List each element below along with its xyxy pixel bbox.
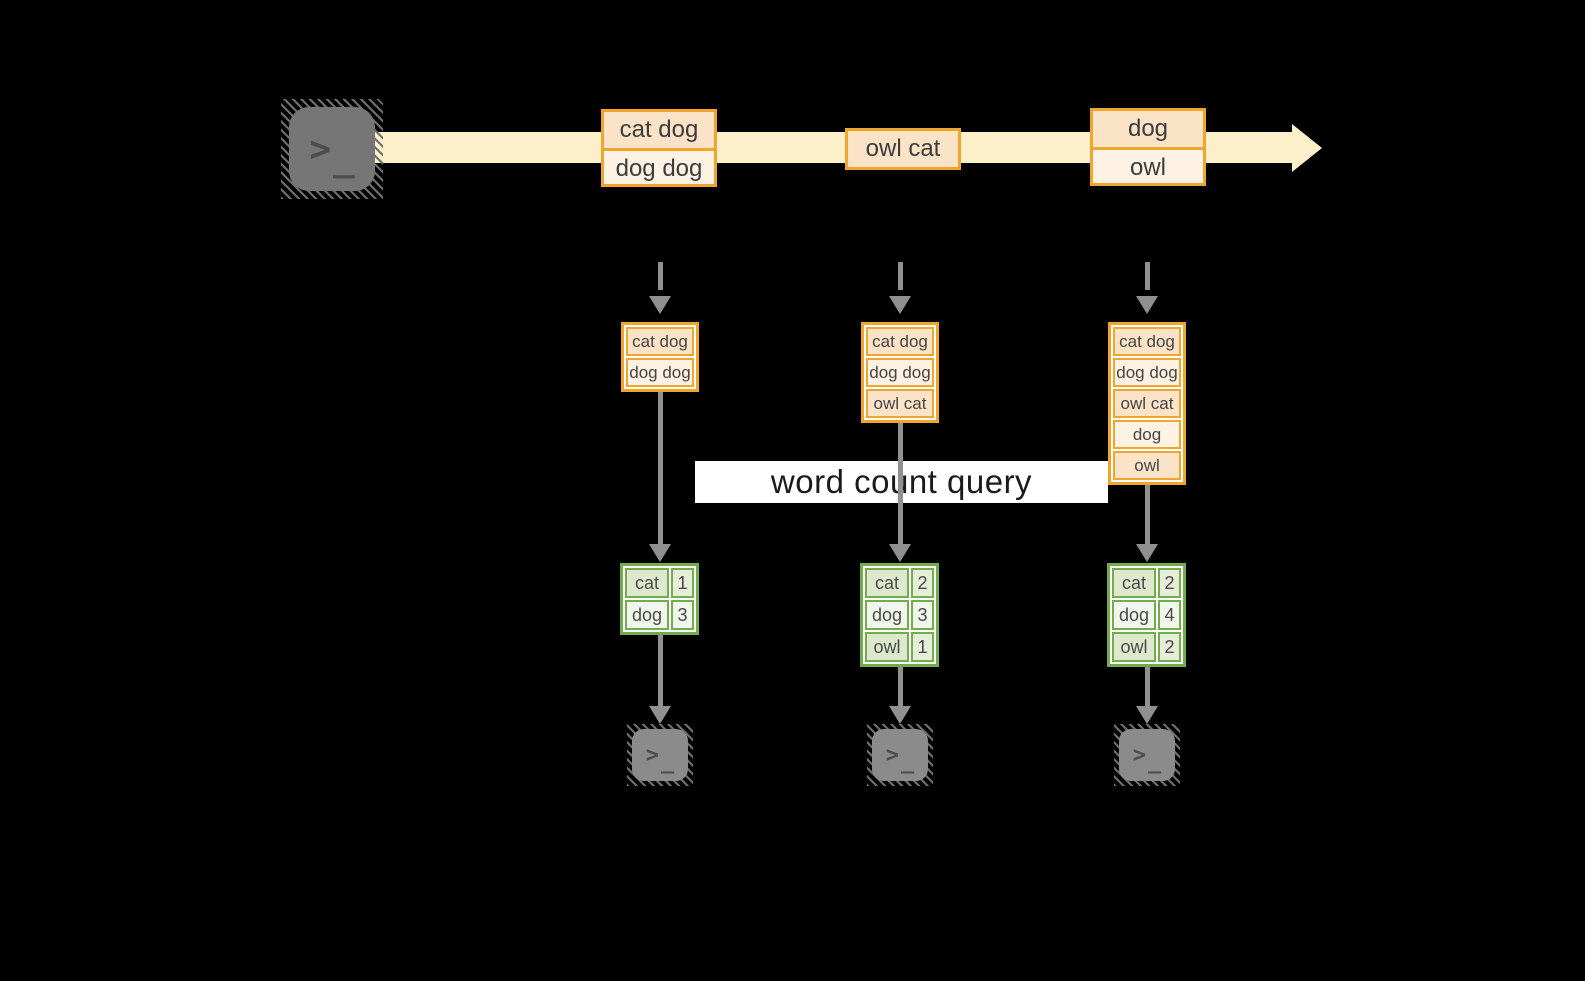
prompt-chevron-icon: > [885,742,899,768]
query-arrow-head-icon [1136,544,1158,562]
table-row: cat 2 [1112,568,1181,598]
prompt-chevron-icon: > [309,128,331,170]
count-cell: 1 [671,568,694,598]
word-cell: cat [1112,568,1156,598]
record: dog dog [604,148,714,184]
terminal-glyph: >_ [289,107,375,191]
stream-window-2: cat dog dog dog owl cat [861,322,939,423]
count-table-3: cat 2 dog 4 owl 2 [1107,563,1186,667]
count-cell: 3 [911,600,934,630]
record: owl [1093,147,1203,183]
cursor-underscore-icon: _ [1148,748,1162,774]
record: dog dog [866,358,934,387]
word-cell: dog [625,600,669,630]
record: cat dog [626,327,694,356]
table-row: owl 1 [865,632,934,662]
count-table-2: cat 2 dog 3 owl 1 [860,563,939,667]
record: dog dog [1113,358,1181,387]
table-row: dog 3 [625,600,694,630]
timeline-batch-3: dog owl [1090,108,1206,186]
record: owl [1113,451,1181,480]
sink-arrow-shaft [1145,667,1150,706]
count-cell: 3 [671,600,694,630]
dashed-arrow-shaft [898,262,903,290]
sink-terminal-icon: >_ [867,724,933,786]
dashed-arrow-shaft [658,262,663,290]
dashed-arrow-head-icon [889,296,911,314]
stream-window-1: cat dog dog dog [621,322,699,392]
record: cat dog [604,112,714,148]
cursor-underscore-icon: _ [901,748,915,774]
terminal-glyph: >_ [872,729,928,781]
record: owl cat [848,131,958,167]
word-cell: dog [865,600,909,630]
count-table-1: cat 1 dog 3 [620,563,699,635]
cursor-underscore-icon: _ [333,138,355,180]
word-cell: dog [1112,600,1156,630]
sink-arrow-shaft [658,635,663,706]
query-arrow-shaft [898,423,903,544]
table-row: cat 1 [625,568,694,598]
word-cell: cat [865,568,909,598]
query-arrow-head-icon [649,544,671,562]
word-cell: owl [865,632,909,662]
sink-arrow-head-icon [1136,706,1158,724]
dashed-arrow-head-icon [1136,296,1158,314]
source-terminal-icon: >_ [281,99,383,199]
count-cell: 2 [1158,568,1181,598]
record: cat dog [866,327,934,356]
sink-terminal-icon: >_ [627,724,693,786]
count-cell: 2 [911,568,934,598]
count-cell: 1 [911,632,934,662]
dashed-arrow-head-icon [649,296,671,314]
query-arrow-shaft [1145,485,1150,544]
sink-arrow-shaft [898,667,903,706]
cursor-underscore-icon: _ [661,748,675,774]
record: owl cat [1113,389,1181,418]
query-arrow-shaft [658,392,663,544]
table-row: owl 2 [1112,632,1181,662]
stream-window-3: cat dog dog dog owl cat dog owl [1108,322,1186,485]
query-arrow-head-icon [889,544,911,562]
prompt-chevron-icon: > [645,742,659,768]
record: owl cat [866,389,934,418]
timeline-batch-1: cat dog dog dog [601,109,717,187]
stream-arrowhead-icon [1292,124,1322,172]
word-cell: owl [1112,632,1156,662]
prompt-chevron-icon: > [1132,742,1146,768]
sink-arrow-head-icon [649,706,671,724]
sink-terminal-icon: >_ [1114,724,1180,786]
record: dog [1113,420,1181,449]
terminal-glyph: >_ [1119,729,1175,781]
count-cell: 4 [1158,600,1181,630]
count-cell: 2 [1158,632,1181,662]
table-row: dog 4 [1112,600,1181,630]
record: dog [1093,111,1203,147]
dashed-arrow-shaft [1145,262,1150,290]
timeline-batch-2: owl cat [845,128,961,170]
sink-arrow-head-icon [889,706,911,724]
table-row: cat 2 [865,568,934,598]
table-row: dog 3 [865,600,934,630]
terminal-glyph: >_ [632,729,688,781]
word-cell: cat [625,568,669,598]
record: cat dog [1113,327,1181,356]
record: dog dog [626,358,694,387]
